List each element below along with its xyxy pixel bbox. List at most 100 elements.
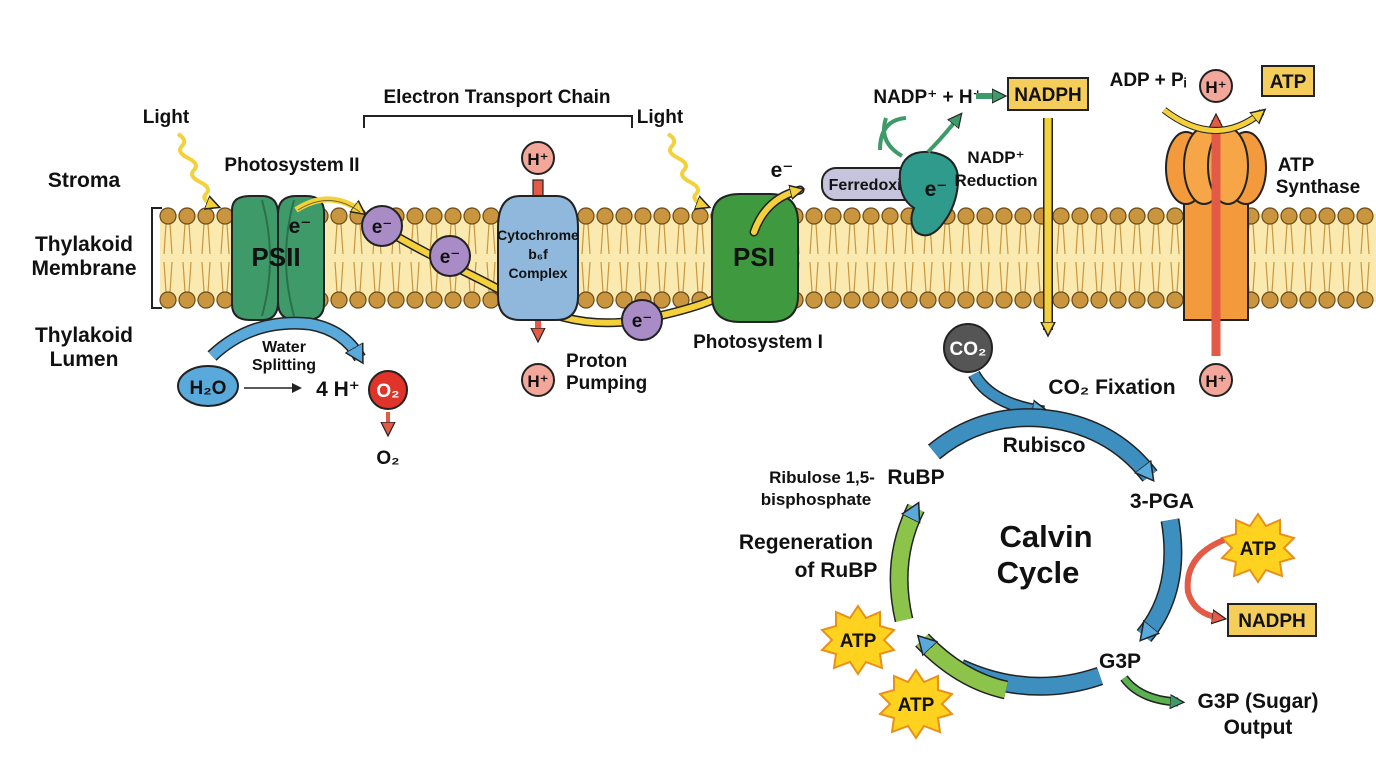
nadp-reduction-arrow [926, 118, 958, 154]
lipid-tail [866, 223, 870, 255]
water-splitting-label-1: Water [262, 339, 306, 356]
lipid-head [1071, 291, 1089, 309]
atp-label-regeneration-2: ATP [898, 695, 935, 716]
co2-fixation-label: CO₂ Fixation [1048, 376, 1175, 399]
lipid-tail [207, 261, 211, 293]
lipid-tail [606, 223, 610, 255]
co2-molecule: CO₂ [943, 323, 993, 373]
lipid-head [159, 291, 177, 309]
lipid-tail [853, 261, 857, 293]
lipid-head [216, 207, 234, 225]
lipid-tail [372, 261, 376, 293]
lipid-tail [1119, 261, 1123, 293]
electron-label-3: e⁻ [632, 311, 653, 332]
light-ray-icon-2 [666, 132, 706, 206]
lipid-tail [169, 261, 173, 293]
lipid-tail [986, 261, 990, 293]
lipid-tail [948, 261, 952, 293]
lipid-head [463, 291, 481, 309]
lipid-tail [676, 223, 680, 255]
lipid-head [615, 207, 633, 225]
lipid-head [1356, 207, 1374, 225]
proton-label-3: H⁺ [1205, 78, 1226, 97]
lipid-tail [1075, 261, 1079, 293]
lipid-tail [1018, 261, 1022, 293]
lipid-tail [1075, 223, 1079, 255]
nadph-label-calvin: NADPH [1238, 611, 1306, 632]
stroma-label: Stroma [48, 169, 121, 192]
lipid-head [330, 291, 348, 309]
cytochrome-label-1: Cytochrome [497, 227, 579, 243]
o2-output-label: O₂ [376, 448, 399, 469]
lipid-head [159, 207, 177, 225]
atp-starburst-regeneration-2: ATP [878, 668, 954, 740]
lipid-tail [866, 261, 870, 293]
lipid-tail [1328, 223, 1332, 255]
lipid-tail [834, 261, 838, 293]
atp-synthase-label-2: Synthase [1276, 177, 1360, 198]
lipid-tail [492, 223, 496, 255]
lipid-head [406, 291, 424, 309]
lipid-tail [638, 223, 642, 255]
lipid-tail [904, 261, 908, 293]
lipid-tail [220, 223, 224, 255]
lipid-tail [1094, 223, 1098, 255]
lipid-head [995, 207, 1013, 225]
lipid-head [178, 207, 196, 225]
etc-title: Electron Transport Chain [384, 87, 611, 108]
lipid-head [938, 291, 956, 309]
lipid-tail [999, 223, 1003, 255]
electron-label-2: e⁻ [440, 247, 461, 268]
g3p-label: G3P [1099, 650, 1141, 673]
lipid-tail [1366, 261, 1370, 293]
lipid-tail [1157, 261, 1161, 293]
lipid-head [1071, 207, 1089, 225]
lipid-tail [923, 261, 927, 293]
lipid-head [843, 207, 861, 225]
nadph-box-calvin: NADPH [1227, 603, 1317, 637]
psii-electron-label: e⁻ [289, 215, 312, 238]
lipid-tail [1024, 261, 1028, 293]
lipid-tail [340, 261, 344, 293]
atp-synthase-label-1: ATP [1278, 155, 1315, 176]
psi-complex: PSI [711, 193, 799, 323]
atp-starburst-reduction: ATP [1220, 512, 1296, 584]
lipid-tail [663, 223, 667, 255]
calvin-cycle-title-1: Calvin [999, 519, 1092, 554]
lipid-tail [657, 261, 661, 293]
lipid-head [1014, 207, 1032, 225]
lipid-head [1299, 207, 1317, 225]
proton-pumping-label-2: Pumping [566, 373, 647, 394]
lipid-tail [885, 223, 889, 255]
proton-pumping-label-1: Proton [566, 351, 627, 372]
lipid-tail [853, 223, 857, 255]
lipid-tail [587, 223, 591, 255]
lipid-tail [638, 261, 642, 293]
lipid-tail [980, 261, 984, 293]
lipid-tail [929, 261, 933, 293]
lipid-tail [188, 261, 192, 293]
lipid-tail [644, 261, 648, 293]
lipid-tail [695, 223, 699, 255]
adp-pi-label: ADP + Pᵢ [1110, 70, 1187, 91]
lipid-tail [1252, 223, 1256, 255]
atp-consumption-arrow [1184, 537, 1224, 618]
lipid-head [425, 291, 443, 309]
lipid-tail [1138, 261, 1142, 293]
psi-electron-label: e⁻ [771, 159, 794, 182]
lipid-tail [885, 261, 889, 293]
lipid-tail [657, 223, 661, 255]
lipid-tail [1341, 223, 1345, 255]
lipid-tail [619, 261, 623, 293]
lipid-head [330, 207, 348, 225]
proton-label-4: H⁺ [1205, 372, 1226, 391]
lipid-tail [334, 261, 338, 293]
lipid-tail [353, 261, 357, 293]
lipid-tail [1005, 223, 1009, 255]
lipid-tail [606, 261, 610, 293]
co2-label-circle: CO₂ [950, 339, 987, 360]
lipid-tail [1157, 223, 1161, 255]
lipid-head [1128, 291, 1146, 309]
lipid-head [1318, 207, 1336, 225]
